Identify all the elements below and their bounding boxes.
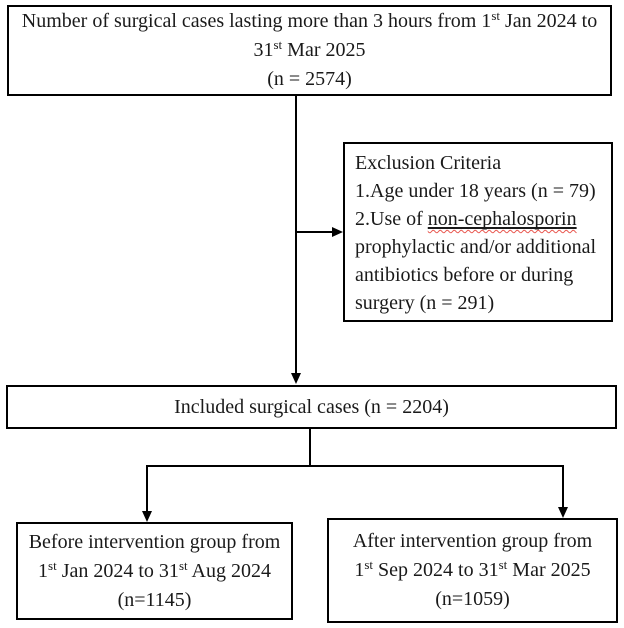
exclusion-item-1: 1.Age under 18 years (n = 79) bbox=[355, 180, 596, 202]
exclusion-criteria-box: Exclusion Criteria 1.Age under 18 years … bbox=[343, 142, 613, 322]
total-cases-line1: Number of surgical cases lasting more th… bbox=[21, 8, 598, 32]
total-cases-count: (n = 2574) bbox=[267, 68, 352, 90]
arrowhead-down-icon bbox=[558, 507, 568, 518]
arrowhead-down-icon bbox=[142, 511, 152, 522]
arrowhead-right-icon bbox=[332, 227, 343, 237]
before-group-count: (n=1145) bbox=[117, 588, 192, 611]
superscript-st: st bbox=[491, 8, 500, 23]
exclusion-item-2-line2: prophylactic and/or additional bbox=[355, 236, 597, 258]
exclusion-item-2-line1: 2.Use of non-cephalosporin bbox=[355, 208, 577, 230]
after-group-line2: 1st Sep 2024 to 31st Mar 2025 bbox=[354, 557, 591, 581]
before-group-line2: 1st Jan 2024 to 31st Aug 2024 bbox=[38, 557, 271, 582]
exclusion-title: Exclusion Criteria bbox=[355, 152, 502, 174]
superscript-st: st bbox=[364, 557, 374, 572]
included-cases-box: Included surgical cases (n = 2204) bbox=[6, 385, 617, 429]
superscript-st: st bbox=[48, 557, 57, 573]
superscript-st: st bbox=[273, 37, 283, 52]
after-group-line1: After intervention group from bbox=[352, 530, 593, 552]
arrowhead-down-icon bbox=[291, 373, 301, 384]
underlined-term: non-cephalosporin bbox=[427, 208, 577, 230]
superscript-st: st bbox=[178, 557, 188, 573]
exclusion-item-2-line3: antibiotics before or during bbox=[355, 264, 574, 286]
exclusion-item-2-line4: surgery (n = 291) bbox=[355, 292, 495, 314]
superscript-st: st bbox=[498, 557, 508, 572]
total-cases-box: Number of surgical cases lasting more th… bbox=[7, 5, 612, 96]
before-intervention-box: Before intervention group from 1st Jan 2… bbox=[16, 522, 293, 620]
included-cases-text: Included surgical cases (n = 2204) bbox=[174, 396, 449, 418]
after-group-count: (n=1059) bbox=[435, 588, 510, 610]
after-intervention-box: After intervention group from 1st Sep 20… bbox=[327, 518, 618, 623]
before-group-line1: Before intervention group from bbox=[28, 530, 281, 553]
total-cases-line2: 31st Mar 2025 bbox=[253, 37, 366, 61]
